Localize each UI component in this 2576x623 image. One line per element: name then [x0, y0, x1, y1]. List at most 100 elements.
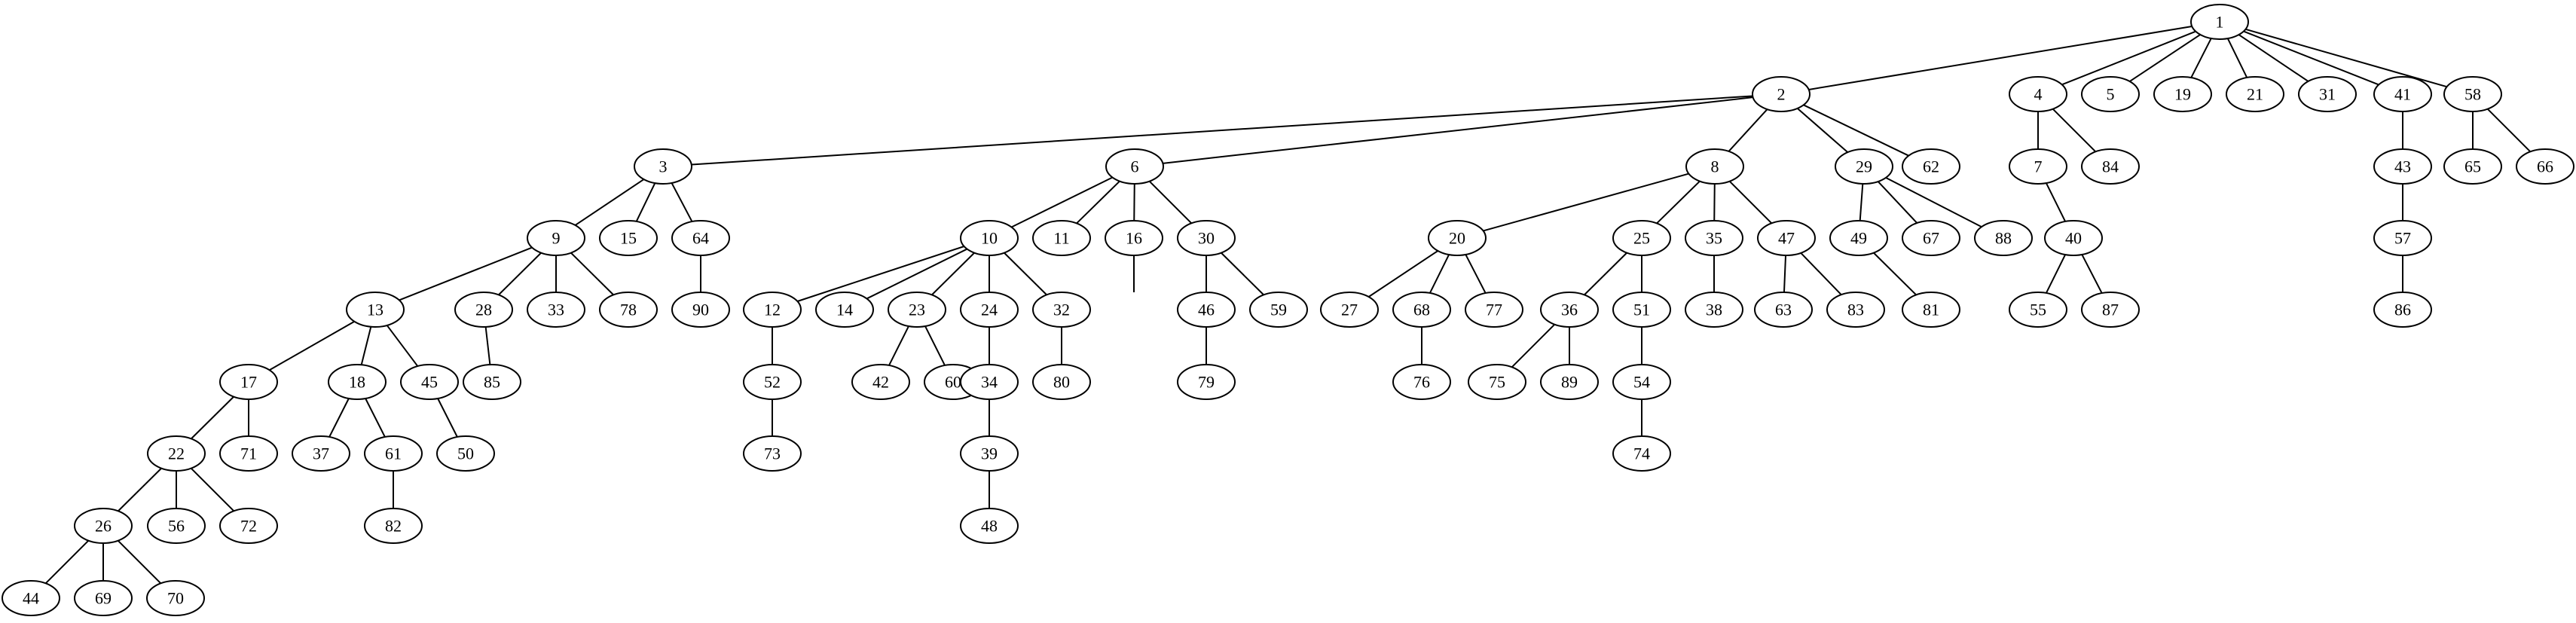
node-ellipse: [960, 435, 1019, 472]
node-label: 12: [764, 301, 781, 319]
node-label: 74: [1633, 444, 1650, 463]
node-label: 22: [168, 444, 185, 463]
edge-13-17: [269, 320, 355, 371]
node-ellipse: [1540, 364, 1599, 400]
edge-6-10: [1011, 176, 1113, 228]
edge-6-11: [1076, 180, 1120, 224]
node-label: 62: [1923, 157, 1939, 176]
edge-10-12: [797, 246, 964, 302]
node-label: 42: [872, 373, 889, 392]
node-ellipse: [1835, 148, 1893, 185]
edge-2-8: [1728, 108, 1768, 152]
edge-4-84: [2052, 108, 2097, 153]
node-label: 58: [2464, 85, 2481, 104]
tree-node-6: 6: [1105, 148, 1164, 185]
tree-node-76: 76: [1392, 364, 1451, 400]
node-ellipse: [743, 435, 802, 472]
edge-8-20: [1483, 173, 1689, 232]
node-label: 45: [421, 373, 438, 392]
edge-10-23: [931, 252, 975, 296]
node-ellipse: [1392, 292, 1451, 328]
edge-40-87: [2081, 254, 2103, 294]
node-ellipse: [1428, 220, 1487, 256]
node-label: 85: [484, 373, 500, 392]
tree-node-64: 64: [671, 220, 730, 256]
edge-1-19: [2190, 38, 2212, 78]
tree-node-5: 5: [2081, 76, 2140, 112]
tree-node-29: 29: [1835, 148, 1893, 185]
node-ellipse: [147, 508, 206, 544]
tree-node-36: 36: [1540, 292, 1599, 328]
tree-node-32: 32: [1032, 292, 1091, 328]
tree-node-31: 31: [2298, 76, 2357, 112]
node-label: 73: [764, 444, 781, 463]
edge-6-16: [1133, 183, 1135, 221]
node-ellipse: [219, 364, 278, 400]
edge-47-83: [1800, 252, 1842, 295]
node-label: 83: [1847, 301, 1864, 319]
node-ellipse: [292, 435, 350, 472]
node-ellipse: [219, 435, 278, 472]
node-label: 17: [240, 373, 257, 392]
node-label: 49: [1850, 229, 1867, 248]
tree-node-72: 72: [219, 508, 278, 544]
node-ellipse: [1902, 220, 1960, 256]
edge-2-62: [1803, 104, 1909, 157]
node-label: 41: [2394, 85, 2411, 104]
node-ellipse: [960, 220, 1019, 256]
node-ellipse: [1032, 292, 1091, 328]
node-label: 8: [1711, 157, 1719, 176]
node-label: 51: [1633, 301, 1650, 319]
node-label: 81: [1923, 301, 1939, 319]
node-ellipse: [1752, 76, 1811, 112]
node-label: 77: [1486, 301, 1502, 319]
tree-node-43: 43: [2373, 148, 2432, 185]
node-ellipse: [2226, 76, 2284, 112]
node-label: 50: [457, 444, 474, 463]
node-label: 70: [167, 589, 184, 608]
edge-7-40: [2046, 182, 2066, 222]
node-label: 54: [1633, 373, 1650, 392]
node-ellipse: [436, 435, 495, 472]
node-label: 16: [1126, 229, 1142, 248]
edge-17-22: [191, 395, 234, 440]
node-ellipse: [1612, 364, 1671, 400]
node-ellipse: [454, 292, 513, 328]
node-ellipse: [2009, 148, 2067, 185]
node-ellipse: [527, 220, 585, 256]
tree-node-51: 51: [1612, 292, 1671, 328]
node-ellipse: [346, 292, 405, 328]
tree-node-44: 44: [2, 580, 60, 616]
node-label: 71: [240, 444, 257, 463]
node-label: 78: [620, 301, 637, 319]
node-label: 89: [1561, 373, 1578, 392]
node-label: 47: [1778, 229, 1795, 248]
edge-1-21: [2226, 38, 2248, 78]
node-label: 68: [1413, 301, 1430, 319]
node-label: 80: [1053, 373, 1070, 392]
node-label: 86: [2394, 301, 2411, 319]
node-label: 40: [2065, 229, 2082, 248]
tree-node-42: 42: [851, 364, 910, 400]
node-label: 60: [945, 373, 961, 392]
node-ellipse: [2081, 148, 2140, 185]
node-ellipse: [1612, 435, 1671, 472]
edge-8-35: [1713, 183, 1716, 221]
edge-2-29: [1796, 108, 1849, 153]
tree-node-67: 67: [1902, 220, 1960, 256]
tree-node-7: 7: [2009, 148, 2067, 185]
tree-node-28: 28: [454, 292, 513, 328]
tree-node-70: 70: [146, 580, 205, 616]
node-ellipse: [2516, 148, 2574, 185]
node-label: 30: [1198, 229, 1215, 248]
node-ellipse: [2009, 292, 2067, 328]
node-label: 69: [95, 589, 112, 608]
tree-node-11: 11: [1032, 220, 1091, 256]
node-ellipse: [1392, 364, 1451, 400]
node-label: 24: [981, 301, 998, 319]
node-ellipse: [147, 435, 206, 472]
edge-3-15: [635, 182, 656, 222]
edge-1-58: [2245, 28, 2447, 88]
node-ellipse: [2373, 220, 2432, 256]
tree-node-55: 55: [2009, 292, 2067, 328]
